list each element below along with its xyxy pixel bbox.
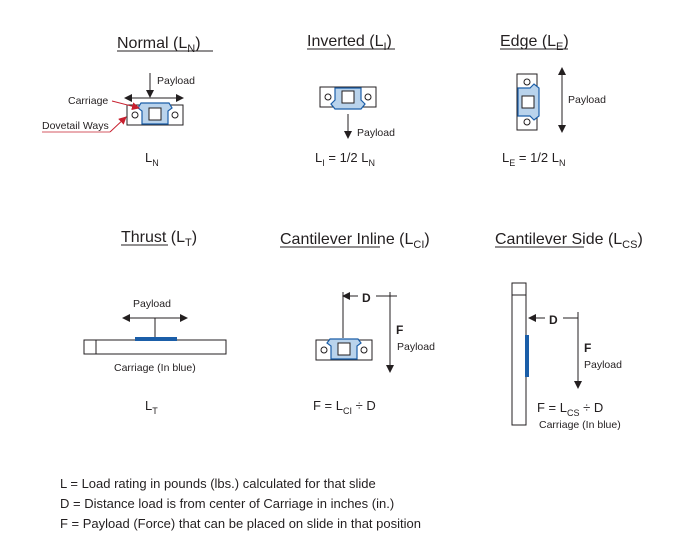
svg-text:Inverted (LI): Inverted (LI) — [307, 33, 392, 53]
normal-diagram: Payload Carriage Dovetail Ways LN — [42, 73, 195, 168]
cantilever-inline-diagram: D F Payload F = LCI ÷ D — [313, 290, 435, 416]
svg-text:Carriage (In blue): Carriage (In blue) — [114, 362, 196, 374]
inverted-formula: LI = 1/2 LN — [315, 150, 375, 168]
svg-text:Cantilever Side (LCS): Cantilever Side (LCS) — [495, 231, 643, 251]
normal-formula: LN — [145, 150, 159, 168]
svg-text:Edge (LE): Edge (LE) — [500, 33, 569, 53]
svg-text:F: F — [584, 341, 591, 355]
svg-text:Payload: Payload — [584, 359, 622, 371]
carriage-strip — [525, 335, 529, 377]
svg-text:Carriage (In blue): Carriage (In blue) — [539, 419, 621, 431]
title-thrust: Thrust (LT) — [121, 229, 197, 249]
svg-text:D: D — [362, 291, 371, 305]
carriage-strip — [135, 337, 177, 341]
cantilever-inline-formula: F = LCI ÷ D — [313, 398, 376, 416]
svg-text:F: F — [396, 323, 403, 337]
legend: L = Load rating in pounds (lbs.) calcula… — [60, 474, 421, 534]
thrust-formula: LT — [145, 398, 158, 416]
cantilever-side-formula: F = LCS ÷ D — [537, 400, 603, 418]
title-cantilever-inline: Cantilever Inline (LCI) — [280, 231, 430, 251]
legend-force: F = Payload (Force) that can be placed o… — [60, 516, 421, 531]
edge-diagram: Payload LE = 1/2 LN — [502, 67, 606, 168]
svg-text:Payload: Payload — [357, 127, 395, 139]
title-inverted: Inverted (LI) — [307, 33, 395, 53]
svg-text:Payload: Payload — [133, 298, 171, 310]
svg-text:Normal (LN): Normal (LN) — [117, 35, 201, 55]
dovetail-ways-label: Dovetail Ways — [42, 120, 109, 132]
cantilever-side-diagram: D F Payload F = LCS ÷ D Carriage (In blu… — [511, 282, 622, 431]
svg-text:Payload: Payload — [397, 341, 435, 353]
legend-load-rating: L = Load rating in pounds (lbs.) calcula… — [60, 476, 376, 491]
carriage-label: Carriage — [68, 95, 108, 107]
title-cantilever-side: Cantilever Side (LCS) — [495, 231, 643, 251]
thrust-diagram: Payload Carriage (In blue) LT — [83, 298, 227, 416]
inverted-diagram: Payload LI = 1/2 LN — [315, 86, 395, 168]
legend-distance: D = Distance load is from center of Carr… — [60, 496, 395, 511]
payload-label: Payload — [157, 75, 195, 87]
title-edge: Edge (LE) — [500, 33, 569, 53]
svg-text:Payload: Payload — [568, 94, 606, 106]
svg-text:Cantilever Inline (LCI): Cantilever Inline (LCI) — [280, 231, 430, 251]
edge-formula: LE = 1/2 LN — [502, 150, 565, 168]
title-normal: Normal (LN) — [117, 35, 213, 55]
svg-text:Thrust (LT): Thrust (LT) — [121, 229, 197, 249]
svg-text:D: D — [549, 313, 558, 327]
